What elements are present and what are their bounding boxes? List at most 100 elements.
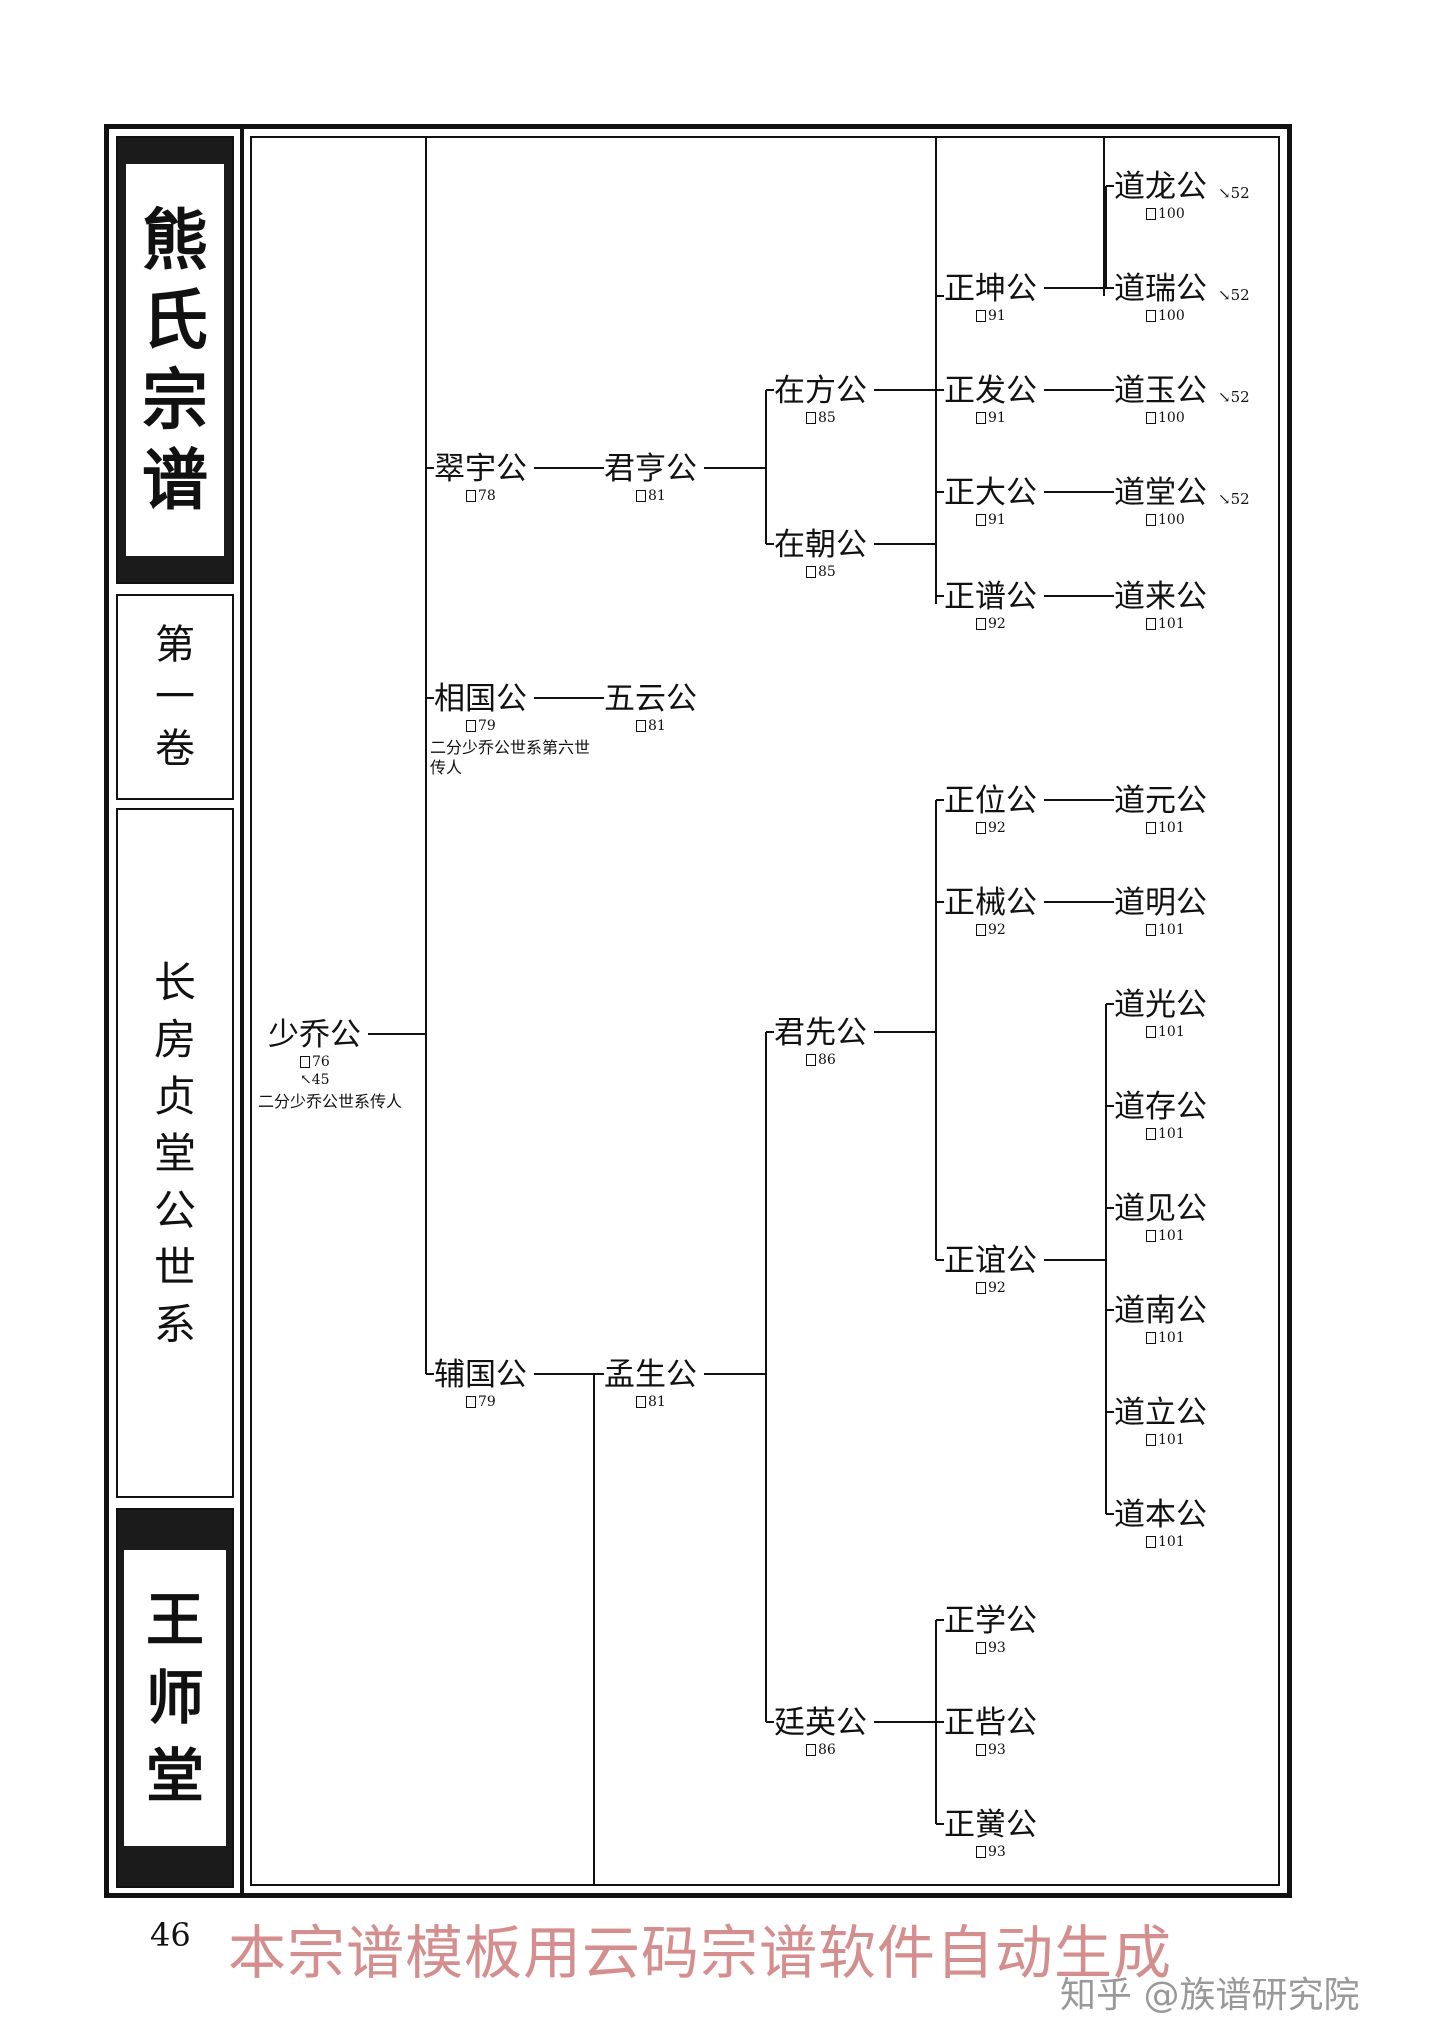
tree-node-name[interactable]: 辅国公 [434,1357,527,1393]
tree-node-name[interactable]: 道见公 [1114,1191,1207,1227]
page-ref[interactable]: 101 [1146,1024,1185,1040]
volume-char: 一 [155,674,195,720]
page-ref[interactable]: 92 [976,616,1006,632]
page-ref[interactable]: 100 [1146,308,1185,324]
page-ref[interactable]: 100 [1146,512,1185,528]
tree-node-name[interactable]: 道存公 [1114,1089,1207,1125]
tree-node-name[interactable]: 道堂公 [1114,475,1207,511]
continue-link[interactable]: ↘52 [1218,388,1250,406]
page-ref-number: 92 [988,820,1006,836]
page-ref[interactable]: 78 [466,488,496,504]
page-ref[interactable]: 79 [466,1394,496,1410]
tree-node-name[interactable]: 孟生公 [604,1357,697,1393]
tree-node-name[interactable]: 道光公 [1114,987,1207,1023]
tree-node-name[interactable]: 道玉公 [1114,373,1207,409]
tree-node-name[interactable]: 君先公 [774,1015,867,1051]
page-ref[interactable]: 85 [806,564,836,580]
tree-node-name[interactable]: 正黉公 [944,1807,1037,1843]
page-ref-number: 76 [312,1054,330,1070]
tree-node-name[interactable]: 正呰公 [944,1705,1037,1741]
tree-node-name[interactable]: 翠宇公 [434,451,527,487]
sidebar-title: 熊 氏 宗 谱 [126,164,224,556]
volume-char: 卷 [155,726,195,772]
page-ref[interactable]: 93 [976,1844,1006,1860]
page-ref[interactable]: 101 [1146,820,1185,836]
tree-node-name[interactable]: 在朝公 [774,527,867,563]
page-ref-number: 81 [648,488,666,504]
tree-node-name[interactable]: 道南公 [1114,1293,1207,1329]
page-ref[interactable]: 101 [1146,1330,1185,1346]
page-ref-number: 85 [818,410,836,426]
tree-node-name[interactable]: 正谊公 [944,1243,1037,1279]
page-ref-number: 100 [1158,410,1185,426]
page-ref[interactable]: 79 [466,718,496,734]
page-ref[interactable]: 92 [976,922,1006,938]
tree-node-name[interactable]: 道立公 [1114,1395,1207,1431]
tree-node-name[interactable]: 正位公 [944,783,1037,819]
page-ref[interactable]: 76 [300,1054,330,1070]
page-icon [806,1054,816,1066]
tree-node-name[interactable]: 道龙公 [1114,169,1207,205]
page-ref[interactable]: 81 [636,1394,666,1410]
tree-node-name[interactable]: 五云公 [604,681,697,717]
tree-node-name[interactable]: 正坤公 [944,271,1037,307]
tree-node-name[interactable]: 道本公 [1114,1497,1207,1533]
page-icon [1146,310,1156,322]
page-icon [1146,1026,1156,1038]
page-ref[interactable]: 101 [1146,1534,1185,1550]
tree-node-name[interactable]: 道明公 [1114,885,1207,921]
page-ref[interactable]: 101 [1146,1126,1185,1142]
page-icon [466,1396,476,1408]
tree-node-name[interactable]: 道元公 [1114,783,1207,819]
page-ref[interactable]: 101 [1146,1432,1185,1448]
page-ref-number: 78 [478,488,496,504]
tree-node-name[interactable]: 正谱公 [944,579,1037,615]
tree-node-name[interactable]: 正械公 [944,885,1037,921]
page-ref[interactable]: 85 [806,410,836,426]
page-ref[interactable]: 86 [806,1742,836,1758]
page-icon [976,618,986,630]
page-number: 46 [150,1916,191,1954]
node-note: 二分少乔公世系传人 [258,1092,403,1111]
node-note: 二分少乔公世系第六世传人 [430,738,591,777]
page-ref[interactable]: 92 [976,1280,1006,1296]
page-icon [1146,618,1156,630]
tree-panel [250,136,1280,1886]
tree-node-name[interactable]: 相国公 [434,681,527,717]
page-ref[interactable]: 86 [806,1052,836,1068]
page-ref[interactable]: 100 [1146,410,1185,426]
tree-node-name[interactable]: 君亨公 [604,451,697,487]
page-ref-number: 81 [648,718,666,734]
page-ref[interactable]: 81 [636,488,666,504]
page-icon [300,1056,310,1068]
page-ref[interactable]: 91 [976,410,1006,426]
page-ref-number: 86 [818,1052,836,1068]
page-ref[interactable]: 93 [976,1742,1006,1758]
page-ref[interactable]: 101 [1146,922,1185,938]
page-ref[interactable]: 100 [1146,206,1185,222]
page-ref-number: 92 [988,1280,1006,1296]
page-ref[interactable]: 101 [1146,616,1185,632]
tree-node-name[interactable]: 廷英公 [774,1705,867,1741]
tree-node-name[interactable]: 道瑞公 [1114,271,1207,307]
continue-link[interactable]: ↘52 [1218,184,1250,202]
continue-page-number: 52 [1230,286,1250,304]
branch-char: 贞 [153,1071,196,1121]
tree-node-name[interactable]: 道来公 [1114,579,1207,615]
page-ref[interactable]: 81 [636,718,666,734]
tree-node-name[interactable]: 在方公 [774,373,867,409]
page-ref[interactable]: 93 [976,1640,1006,1656]
back-ref[interactable]: ↖45 [300,1072,330,1088]
continue-link[interactable]: ↘52 [1218,286,1250,304]
page-ref[interactable]: 91 [976,512,1006,528]
branch-char: 长 [153,957,196,1007]
branch-char: 世 [153,1242,196,1292]
tree-node-name[interactable]: 少乔公 [268,1017,361,1053]
page-ref[interactable]: 101 [1146,1228,1185,1244]
tree-node-name[interactable]: 正学公 [944,1603,1037,1639]
tree-node-name[interactable]: 正大公 [944,475,1037,511]
page-ref[interactable]: 91 [976,308,1006,324]
page-ref[interactable]: 92 [976,820,1006,836]
continue-link[interactable]: ↘52 [1218,490,1250,508]
tree-node-name[interactable]: 正发公 [944,373,1037,409]
